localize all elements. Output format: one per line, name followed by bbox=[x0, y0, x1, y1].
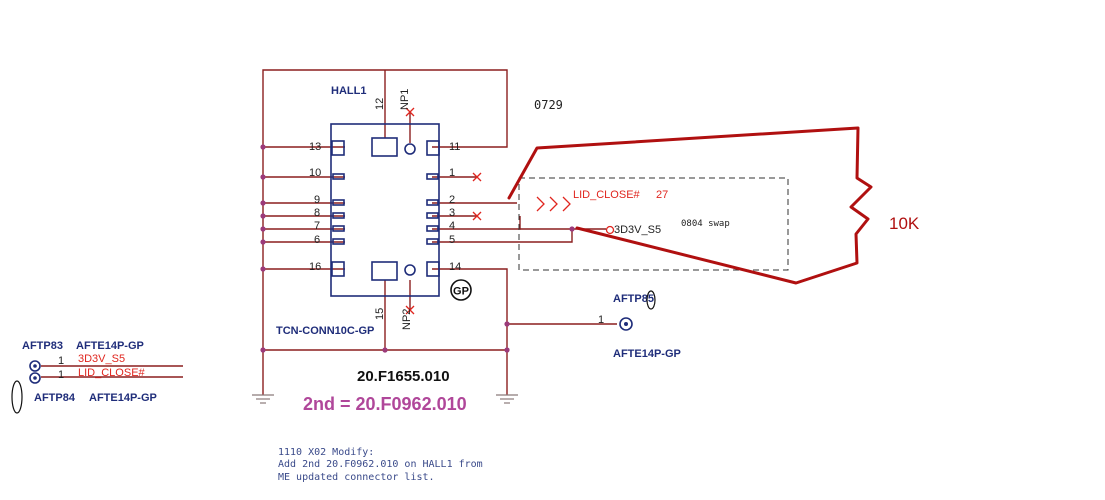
resistor-markup bbox=[507, 126, 873, 285]
part-number: 20.F1655.010 bbox=[357, 368, 450, 385]
swap-note: 0804 swap bbox=[681, 219, 730, 229]
pin-5: 5 bbox=[449, 234, 455, 246]
testpoint-85-center bbox=[624, 322, 628, 326]
pin-14: 14 bbox=[449, 261, 461, 273]
pin-15: 15 bbox=[374, 308, 386, 320]
junction-dots bbox=[260, 144, 575, 353]
pin-np2: NP2 bbox=[401, 309, 413, 330]
pin-2: 2 bbox=[449, 194, 455, 206]
gp-stamp-text: GP bbox=[453, 286, 469, 298]
tp83-wiring bbox=[41, 365, 183, 378]
testpoint-84-part: AFTE14P-GP bbox=[89, 392, 157, 404]
hall-wiring bbox=[262, 69, 617, 395]
testpoint-84-pin: 1 bbox=[58, 369, 64, 381]
pin-7: 7 bbox=[314, 220, 320, 232]
pin-12: 12 bbox=[374, 98, 386, 110]
revision-mark: 0729 bbox=[534, 98, 563, 112]
testpoint-84-icon[interactable] bbox=[29, 372, 41, 384]
lid-close-page-ref[interactable]: 27 bbox=[656, 189, 668, 201]
v3d3-net-label[interactable]: 3D3V_S5 bbox=[614, 224, 661, 236]
swap-region bbox=[518, 177, 789, 271]
pin-6: 6 bbox=[314, 234, 320, 246]
pin-10: 10 bbox=[309, 167, 321, 179]
pin-11: 11 bbox=[449, 141, 460, 153]
footprint-label: TCN-CONN10C-GP bbox=[276, 325, 374, 337]
pin-1: 1 bbox=[449, 167, 455, 179]
pin-np1: NP1 bbox=[399, 89, 411, 110]
testpoint-85-icon[interactable] bbox=[619, 317, 633, 331]
lid-close-port-icon bbox=[536, 196, 571, 212]
gp-stamp-icon: GP bbox=[450, 279, 472, 301]
testpoint-83-icon[interactable] bbox=[29, 360, 41, 372]
pin-4: 4 bbox=[449, 220, 455, 232]
pin-8: 8 bbox=[314, 207, 320, 219]
testpoint-83-pin: 1 bbox=[58, 355, 64, 367]
pin-16: 16 bbox=[309, 261, 321, 273]
testpoint-83-center bbox=[33, 364, 37, 368]
pin-3: 3 bbox=[449, 207, 455, 219]
ground-symbols bbox=[252, 394, 518, 404]
testpoint-85-pin: 1 bbox=[598, 314, 604, 326]
testpoint-83-part: AFTE14P-GP bbox=[76, 340, 144, 352]
testpoint-84-net[interactable]: LID_CLOSE# bbox=[78, 367, 146, 379]
no-connect-marks bbox=[405, 107, 482, 315]
left-gp-icon bbox=[11, 380, 23, 414]
refdes-label: HALL1 bbox=[331, 85, 366, 97]
hall-connector-body[interactable] bbox=[330, 123, 440, 297]
testpoint-83-ref: AFTP83 bbox=[22, 340, 63, 352]
note-line-2: Add 2nd 20.F0962.010 on HALL1 from bbox=[278, 459, 483, 470]
modification-note: 1110 X02 Modify: Add 2nd 20.F0962.010 on… bbox=[278, 447, 483, 483]
note-line-1: 1110 X02 Modify: bbox=[278, 447, 374, 458]
testpoint-84-ref: AFTP84 bbox=[34, 392, 76, 404]
pin-numbers: 13 10 9 8 7 6 16 11 1 2 3 4 5 14 12 NP1 … bbox=[309, 89, 461, 330]
testpoint-85-ref: AFTP85 bbox=[613, 293, 654, 305]
pin-13: 13 bbox=[309, 141, 321, 153]
testpoint-84-center bbox=[33, 376, 37, 380]
testpoint-85-part: AFTE14P-GP bbox=[613, 348, 681, 360]
pin-9: 9 bbox=[314, 194, 320, 206]
resistor-value-label[interactable]: 10K bbox=[889, 214, 920, 233]
testpoint-83-net[interactable]: 3D3V_S5 bbox=[78, 353, 125, 365]
power-port-icon bbox=[605, 225, 615, 235]
lid-close-net-label[interactable]: LID_CLOSE# bbox=[573, 189, 641, 201]
note-line-3: ME updated connector list. bbox=[278, 472, 435, 483]
alt-part-number[interactable]: 2nd = 20.F0962.010 bbox=[303, 394, 467, 414]
rotated-gp-icon bbox=[646, 290, 656, 310]
